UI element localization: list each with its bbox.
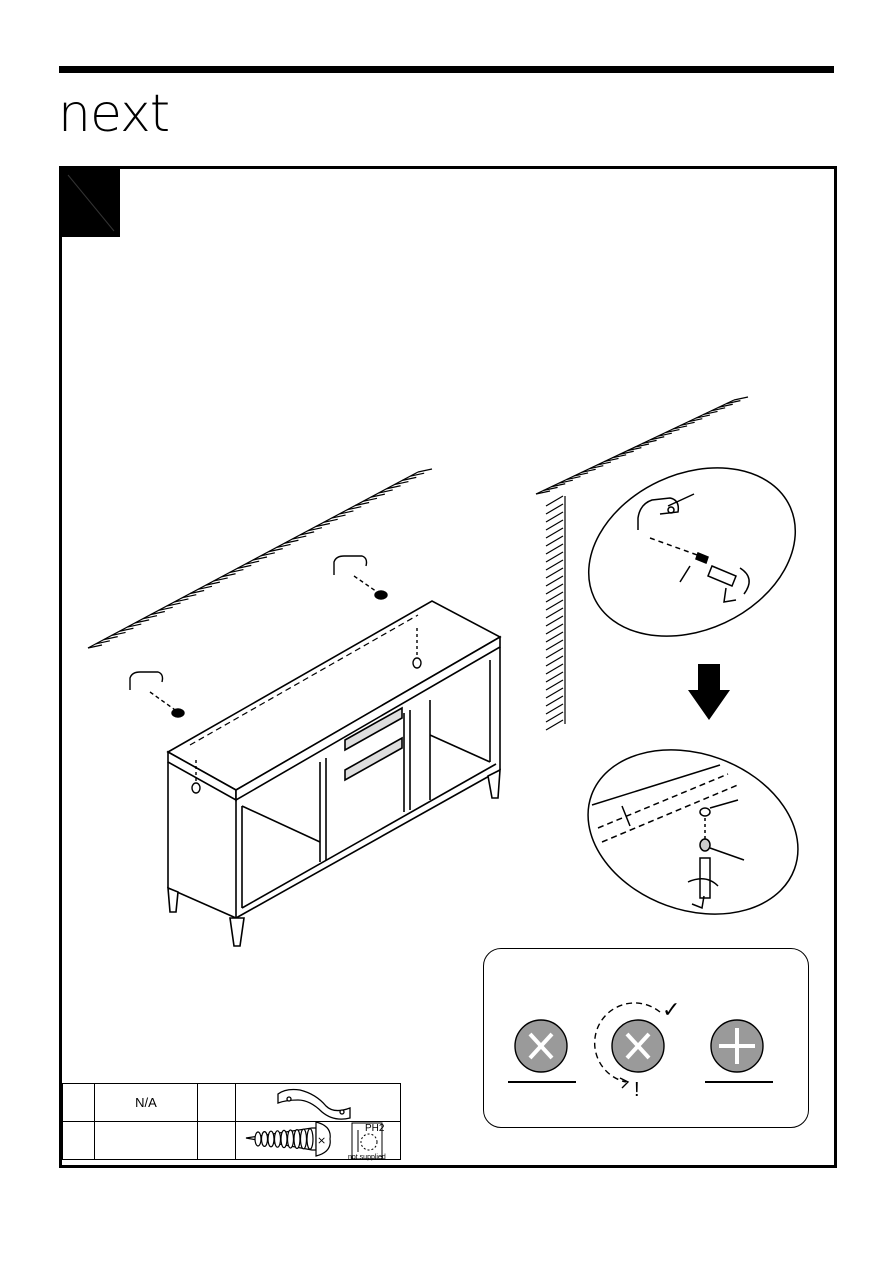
wall-bracket-left (130, 672, 184, 717)
wall-bracket-right (334, 556, 387, 599)
part-code-cell (198, 1084, 236, 1122)
bit-size-label: PH2 (365, 1123, 384, 1134)
arrow-down-icon (688, 664, 730, 720)
part-code-cell (63, 1084, 95, 1122)
part-qty-cell (95, 1122, 198, 1160)
stop-mark: ! (634, 1079, 640, 1102)
screw-detail-callout (565, 722, 821, 942)
tightening-tips-box: ✓ ! (483, 948, 809, 1128)
sideboard-cabinet (168, 601, 500, 946)
parts-row: N/A (63, 1084, 401, 1122)
bracket-cell (236, 1084, 401, 1122)
wall-hatch-left (88, 469, 432, 648)
part-code-cell (198, 1122, 236, 1160)
ok-mark: ✓ (662, 997, 680, 1023)
not-supplied-label: not supplied (348, 1154, 386, 1161)
bracket-detail-callout (561, 436, 823, 669)
parts-list: N/A (62, 1083, 401, 1160)
part-code-cell (63, 1122, 95, 1160)
part-qty-cell: N/A (95, 1084, 198, 1122)
